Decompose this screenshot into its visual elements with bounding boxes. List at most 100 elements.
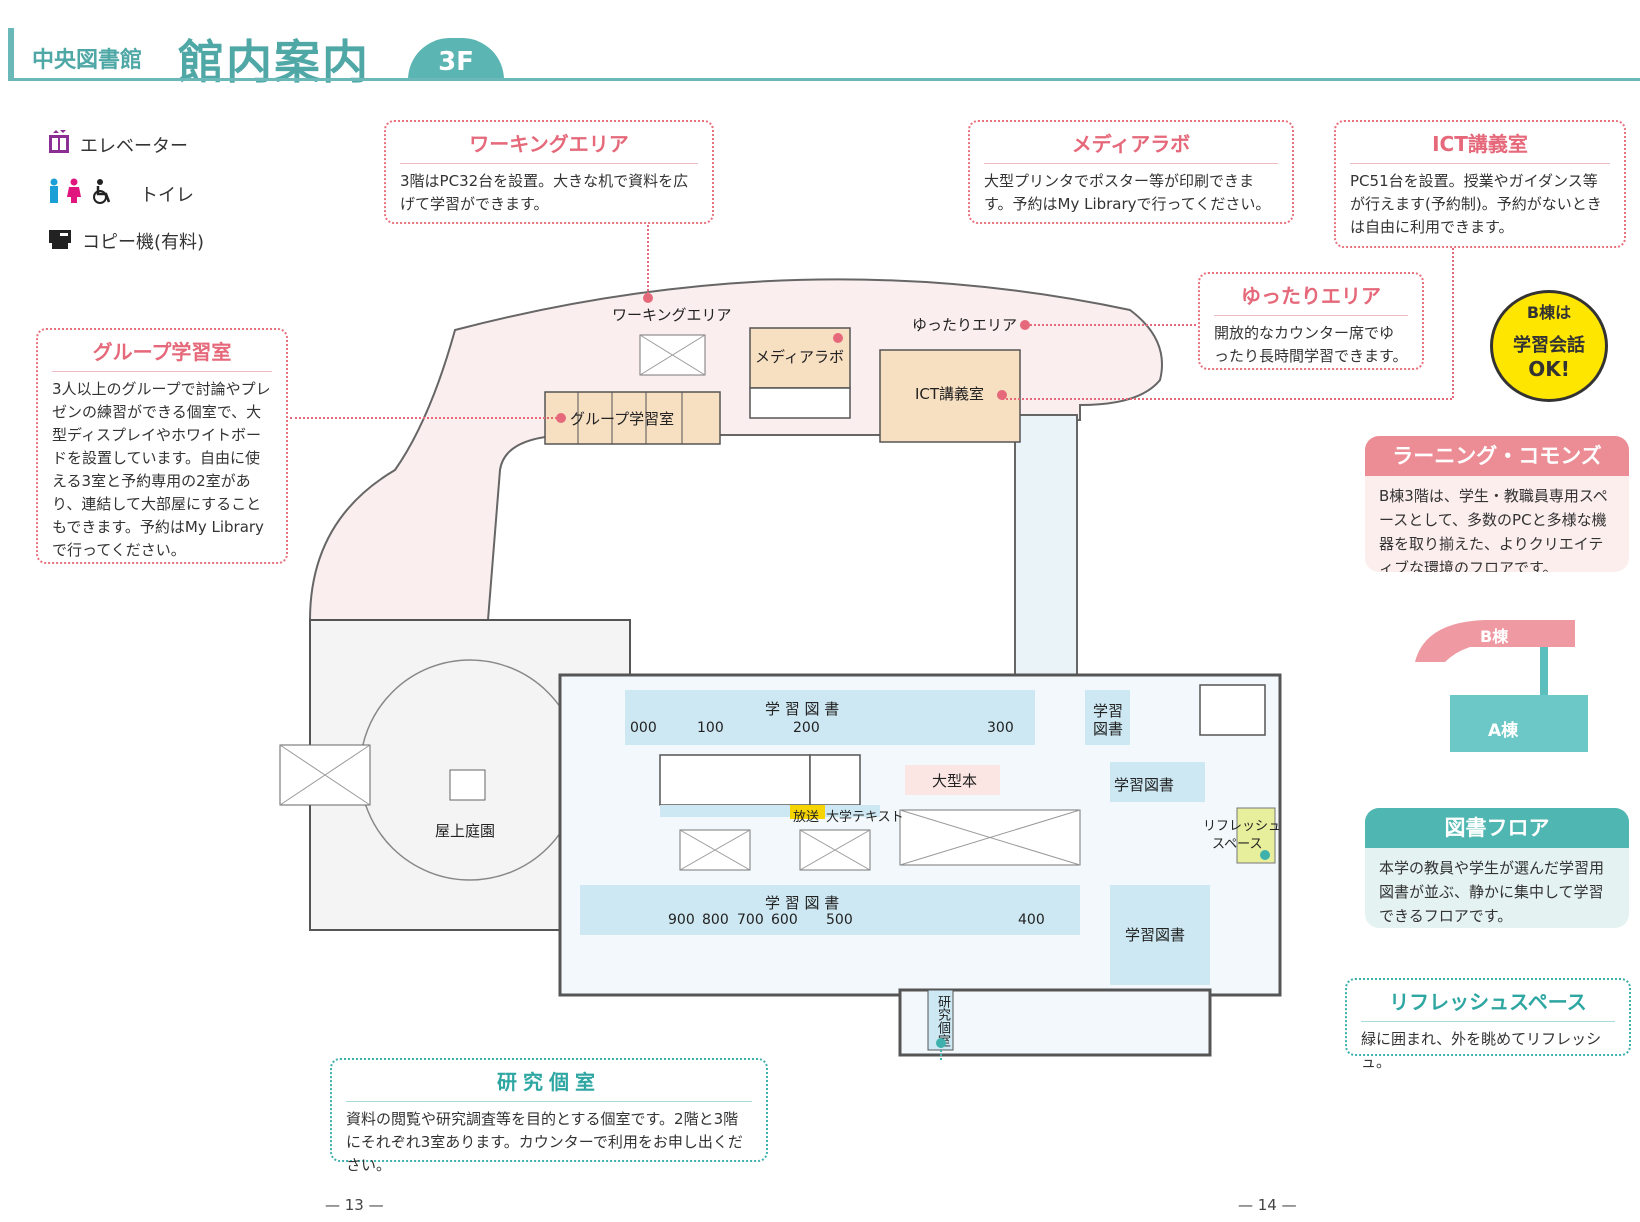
legend-elevator-label: エレベーター (80, 135, 188, 157)
marker-working[interactable] (643, 293, 653, 303)
shelf-study-r1 (1085, 690, 1130, 745)
panel-book-floor: 図書フロア 本学の教員や学生が選んだ学習用図書が並ぶ、静かに集中して学習できるフ… (1365, 808, 1629, 928)
callout-ict-title: ICT講義室 (1350, 128, 1610, 164)
callout-ict: ICT講義室 PC51台を設置。授業やガイダンス等が行えます(予約制)。予約がな… (1334, 120, 1626, 248)
callout-media: メディアラボ 大型プリンタでポスター等が印刷できます。予約はMy Library… (968, 120, 1294, 224)
shelf-study-r3 (1110, 885, 1210, 985)
call-number-label: 100 (697, 720, 724, 736)
ict-room (879, 349, 1021, 443)
legend-toilet-label: トイレ (140, 184, 194, 206)
callout-group-body: 3人以上のグループで討論やプレゼンの練習ができる個室で、大型ディスプレイやホワイ… (52, 380, 271, 559)
legend-copier-label: コピー機(有料) (82, 231, 205, 253)
shelf-000-300 (625, 690, 1035, 745)
map-label-media: メディアラボ (755, 348, 844, 366)
marker-kenkyu[interactable] (936, 1038, 946, 1048)
callout-working-body: 3階はPC32台を設置。大きな机で資料を広げて学習ができます。 (400, 172, 689, 213)
legend-copier: コピー機(有料) (48, 226, 204, 255)
legend-elevator: エレベーター (48, 130, 188, 159)
broadcast-shelf (790, 805, 825, 819)
callout-kenkyu-title: 研究個室 (346, 1066, 752, 1102)
conversation-ok-badge: B棟は 学習会話 OK! (1490, 290, 1608, 402)
callout-media-body: 大型プリンタでポスター等が印刷できます。予約はMy Libraryで行ってくださ… (984, 172, 1271, 213)
callout-ict-body: PC51台を設置。授業やガイダンス等が行えます(予約制)。予約がないときは自由に… (1350, 172, 1602, 236)
map-label-study-r2: 学習図書 (1114, 776, 1175, 794)
map-label-kenkyu: 研究個室 (935, 995, 950, 1047)
call-number-label: 700 (737, 912, 764, 928)
badge-line1: B棟は (1526, 303, 1572, 322)
map-label-study-top: 学 習 図 書 (765, 700, 840, 718)
oversize-shelf (905, 765, 1000, 795)
call-number-label: 500 (826, 912, 853, 928)
map-label-group: グループ学習室 (570, 410, 675, 428)
call-number-label: 200 (793, 720, 820, 736)
call-number-label: 400 (1018, 912, 1045, 928)
leader-relax (1030, 324, 1200, 326)
b-wing-restrooms (749, 387, 851, 419)
callout-working: ワーキングエリア 3階はPC32台を設置。大きな机で資料を広げて学習ができます。 (384, 120, 714, 224)
leader-ict-v (1452, 248, 1454, 398)
header-accent-bar (8, 28, 14, 78)
panel-books-title: 図書フロア (1365, 808, 1629, 848)
shelf-study-r2 (1110, 762, 1205, 802)
callout-media-title: メディアラボ (984, 128, 1278, 164)
mini-map-a-wing: A棟 (1488, 721, 1519, 741)
call-number-label: 600 (771, 912, 798, 928)
marker-ict[interactable] (997, 390, 1007, 400)
shelf-400-900 (580, 885, 1080, 935)
call-number-label: 800 (702, 912, 729, 928)
map-label-oversize: 大型本 (932, 772, 978, 790)
marker-media[interactable] (833, 333, 843, 343)
map-label-relax: ゆったりエリア (912, 316, 1018, 334)
a-wing-restrooms (1199, 684, 1266, 736)
call-number-label: 000 (630, 720, 657, 736)
header-rule (8, 78, 1640, 81)
callout-relax-body: 開放的なカウンター席でゆったり長時間学習できます。 (1214, 324, 1408, 365)
panel-commons-body: B棟3階は、学生・教職員専用スペースとして、多数のPCと多様な機器を取り揃えた、… (1379, 487, 1608, 572)
page-number-left: — 13 — (325, 1196, 384, 1214)
badge-line3: OK! (1528, 357, 1570, 381)
map-label-study-r1a: 学習 (1093, 702, 1124, 720)
building-mini-map (1415, 620, 1588, 752)
panel-books-body: 本学の教員や学生が選んだ学習用図書が並ぶ、静かに集中して学習できるフロアです。 (1379, 859, 1605, 925)
callout-relax-title: ゆったりエリア (1214, 280, 1408, 316)
map-label-study-bottom: 学 習 図 書 (765, 894, 840, 912)
leader-group (290, 417, 557, 419)
restroom-icon (48, 178, 130, 209)
leader-kenkyu (940, 1046, 942, 1060)
callout-working-title: ワーキングエリア (400, 128, 698, 164)
copier-icon (48, 226, 72, 255)
legend-toilet: トイレ (48, 178, 194, 209)
connector-corridor (1014, 414, 1078, 676)
a-wing-core (659, 754, 811, 806)
map-label-study-r1b: 図書 (1093, 720, 1124, 738)
page-number-right: — 14 — (1238, 1196, 1297, 1214)
map-label-broadcast: 放送 (793, 810, 820, 825)
map-label-refresh-b: スペース (1212, 837, 1263, 852)
call-number-label: 300 (987, 720, 1014, 736)
callout-kenkyu-body: 資料の閲覧や研究調査等を目的とする個室です。2階と3階にそれぞれ3室あります。カ… (346, 1110, 743, 1174)
leader-ict (1002, 398, 1452, 400)
group-study-rooms (544, 391, 721, 445)
leader-working (647, 218, 649, 294)
callout-group: グループ学習室 3人以上のグループで討論やプレゼンの練習ができる個室で、大型ディ… (36, 328, 288, 564)
badge-line2: 学習会話 (1513, 335, 1585, 356)
marker-group[interactable] (556, 413, 566, 423)
map-label-refresh-a: リフレッシュ (1203, 819, 1282, 834)
callout-kenkyu: 研究個室 資料の閲覧や研究調査等を目的とする個室です。2階と3階にそれぞれ3室あ… (330, 1058, 768, 1174)
map-label-ict: ICT講義室 (915, 385, 985, 403)
map-label-univ-text: 大学テキスト (826, 810, 904, 825)
panel-learning-commons: ラーニング・コモンズ B棟3階は、学生・教職員専用スペースとして、多数のPCと多… (1365, 436, 1629, 572)
callout-refresh-title: リフレッシュスペース (1361, 986, 1615, 1022)
mini-map-b-wing: B棟 (1480, 627, 1509, 646)
marker-refresh[interactable] (1260, 850, 1270, 860)
library-name: 中央図書館 (32, 48, 143, 73)
map-label-study-r3: 学習図書 (1125, 926, 1186, 944)
map-label-working: ワーキングエリア (612, 306, 732, 324)
panel-commons-title: ラーニング・コモンズ (1365, 436, 1629, 476)
marker-relax[interactable] (1020, 320, 1030, 330)
callout-relax: ゆったりエリア 開放的なカウンター席でゆったり長時間学習できます。 (1198, 272, 1424, 370)
call-number-label: 900 (668, 912, 695, 928)
callout-group-title: グループ学習室 (52, 336, 272, 372)
callout-refresh-body: 緑に囲まれ、外を眺めてリフレッシュ。 (1361, 1030, 1602, 1071)
